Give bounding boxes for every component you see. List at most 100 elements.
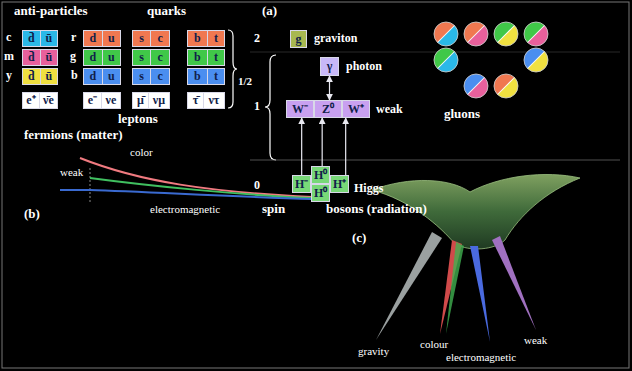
particle-symbol: νμ — [148, 93, 169, 108]
particle-symbol: s — [133, 50, 150, 65]
fermion-box: du — [83, 30, 121, 47]
particle-symbol: H⁺ — [331, 176, 348, 192]
fermion-box: e⁻νe — [83, 92, 121, 109]
spin-divider — [250, 52, 620, 53]
particle-symbol: d — [84, 50, 102, 65]
group-label: leptons — [118, 111, 158, 127]
particle-symbol: W⁺ — [343, 101, 369, 117]
fermion-box: du — [83, 68, 121, 85]
fermion-box: sc — [132, 49, 170, 66]
gluon-circle — [489, 69, 523, 103]
particle-symbol: d̄ — [23, 69, 40, 84]
interaction-arrow — [329, 76, 330, 100]
particle-symbol: b — [188, 69, 207, 84]
particle-symbol: ντ — [203, 93, 224, 108]
fermion-box: sc — [132, 30, 170, 47]
colour-letter: b — [71, 68, 78, 83]
spin-value: 1/2 — [238, 75, 252, 87]
particle-symbol: s — [133, 69, 150, 84]
particle-symbol: ū — [40, 31, 58, 46]
particle-symbol: s — [133, 31, 150, 46]
particle-symbol: e⁺ — [23, 93, 39, 108]
fermion-box: d̄ū — [22, 68, 58, 85]
interaction-arrow — [322, 118, 323, 166]
particle-symbol: c — [150, 31, 169, 46]
particle-symbol: μ̄ — [133, 93, 148, 108]
gluon-circle — [489, 17, 523, 51]
particle-symbol: d̄ — [23, 50, 40, 65]
fermion-box: bt — [187, 68, 225, 85]
particle-name: gluons — [444, 106, 480, 122]
fermion-box: sc — [132, 68, 170, 85]
particle-symbol: c — [150, 50, 169, 65]
colour-letter: g — [70, 49, 76, 64]
panel-letter: (b) — [24, 206, 40, 222]
fermion-box: bt — [187, 49, 225, 66]
particle-symbol: d̄ — [23, 31, 40, 46]
colour-letter: c — [6, 30, 11, 45]
curve-label: color — [130, 146, 153, 158]
brace — [228, 30, 237, 108]
spin-value: 1 — [254, 99, 260, 114]
gluon-circle — [459, 69, 493, 103]
particle-symbol: g — [291, 31, 306, 47]
particle-symbol: ū — [40, 69, 58, 84]
gluon-circle — [429, 43, 463, 77]
particle-symbol: d — [84, 31, 102, 46]
fermion-box: d̄ū — [22, 30, 58, 47]
force-label: gravity — [358, 345, 389, 357]
gluon-circle — [519, 17, 553, 51]
curve-label: electromagnetic — [150, 203, 220, 215]
unification-surface — [372, 174, 580, 342]
gluon-circle — [459, 17, 493, 51]
fermion-box: τ̄ντ — [187, 92, 225, 109]
spin-value: 0 — [254, 178, 260, 193]
particle-symbol: Z⁰ — [315, 101, 341, 117]
fermion-box: bt — [187, 30, 225, 47]
fermion-box: e⁺ν̄e — [22, 92, 58, 109]
interaction-arrow — [345, 118, 346, 175]
interaction-arrow — [301, 118, 302, 175]
particle-name: weak — [376, 102, 403, 117]
particle-symbol: b — [188, 31, 207, 46]
gluon-circle — [519, 43, 553, 77]
frame — [2, 2, 629, 368]
boson-box: H⁰ — [311, 166, 330, 184]
boson-box: H⁰ — [311, 184, 330, 202]
spin-divider — [250, 160, 620, 161]
colour-letter: y — [6, 68, 12, 83]
axis-label: spin — [262, 201, 285, 217]
boson-box: γ — [320, 57, 339, 76]
particle-symbol: u — [102, 50, 121, 65]
gluon-symbols — [429, 17, 553, 103]
gluon-circle — [429, 17, 463, 51]
particle-symbol: γ — [321, 58, 338, 75]
particle-symbol: e⁻ — [84, 93, 101, 108]
particle-symbol: t — [207, 69, 224, 84]
coupling-plot — [60, 158, 312, 204]
group-label: fermions (matter) — [24, 127, 123, 143]
boson-box: g — [290, 30, 307, 48]
particle-symbol: d — [84, 69, 102, 84]
particle-name: photon — [346, 59, 382, 74]
particle-symbol: τ̄ — [188, 93, 203, 108]
particle-symbol: H⁰ — [312, 167, 329, 183]
fermion-box: μ̄νμ — [132, 92, 170, 109]
boson-box: Z⁰ — [314, 100, 342, 118]
particle-symbol: H⁻ — [293, 176, 310, 192]
force-label: weak — [524, 334, 547, 346]
particle-symbol: u — [102, 69, 121, 84]
boson-box: H⁻ — [292, 175, 311, 193]
heading: anti-particles — [14, 3, 88, 19]
force-label: electromagnetic — [446, 351, 516, 363]
panel-letter: (a) — [262, 3, 277, 19]
boson-box: W⁺ — [342, 100, 370, 118]
fermion-box: d̄ū — [22, 49, 58, 66]
particle-symbol: t — [207, 50, 224, 65]
boson-box: W⁻ — [286, 100, 314, 118]
curve-label: weak — [60, 166, 83, 178]
particle-symbol: t — [207, 31, 224, 46]
particle-name: Higgs — [354, 181, 383, 196]
